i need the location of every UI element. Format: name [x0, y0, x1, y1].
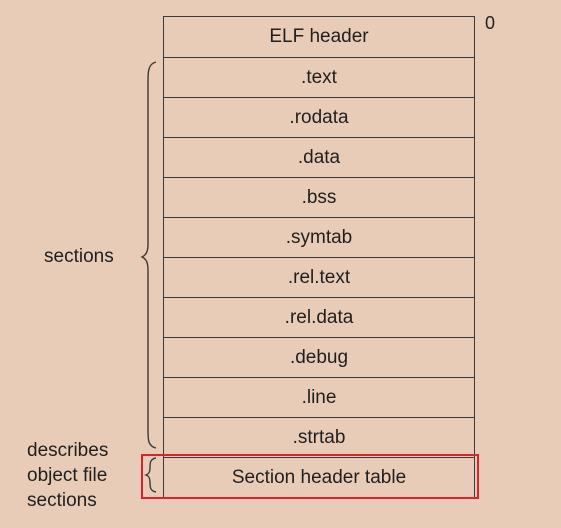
elf-header-row: ELF header: [269, 26, 369, 47]
describes-label-line-3: sections: [27, 490, 97, 511]
section-row-strtab: .strtab: [164, 417, 474, 457]
describes-label-line-1: describes: [27, 440, 109, 461]
offset-zero-label: 0: [485, 13, 496, 33]
section-row-debug: .debug: [164, 337, 474, 377]
section-row-text: .text: [164, 57, 474, 97]
describes-object-file-sections-label: describes object file sections: [27, 438, 147, 513]
elf-layout-table: ELF header .text .rodata .data .bss .sym…: [163, 16, 475, 498]
section-row-bss: .bss: [164, 177, 474, 217]
section-row-rel-data: .rel.data: [164, 297, 474, 337]
section-row-rodata: .rodata: [164, 97, 474, 137]
section-row-line: .line: [164, 377, 474, 417]
section-row-rel-text: .rel.text: [164, 257, 474, 297]
describes-label-line-2: object file: [27, 465, 108, 486]
section-row-symtab: .symtab: [164, 217, 474, 257]
section-row-data: .data: [164, 137, 474, 177]
section-header-table-row: Section header table: [164, 457, 474, 497]
sections-brace: [140, 61, 157, 449]
sections-label: sections: [44, 246, 114, 267]
section-header-table-highlight: [141, 454, 479, 499]
